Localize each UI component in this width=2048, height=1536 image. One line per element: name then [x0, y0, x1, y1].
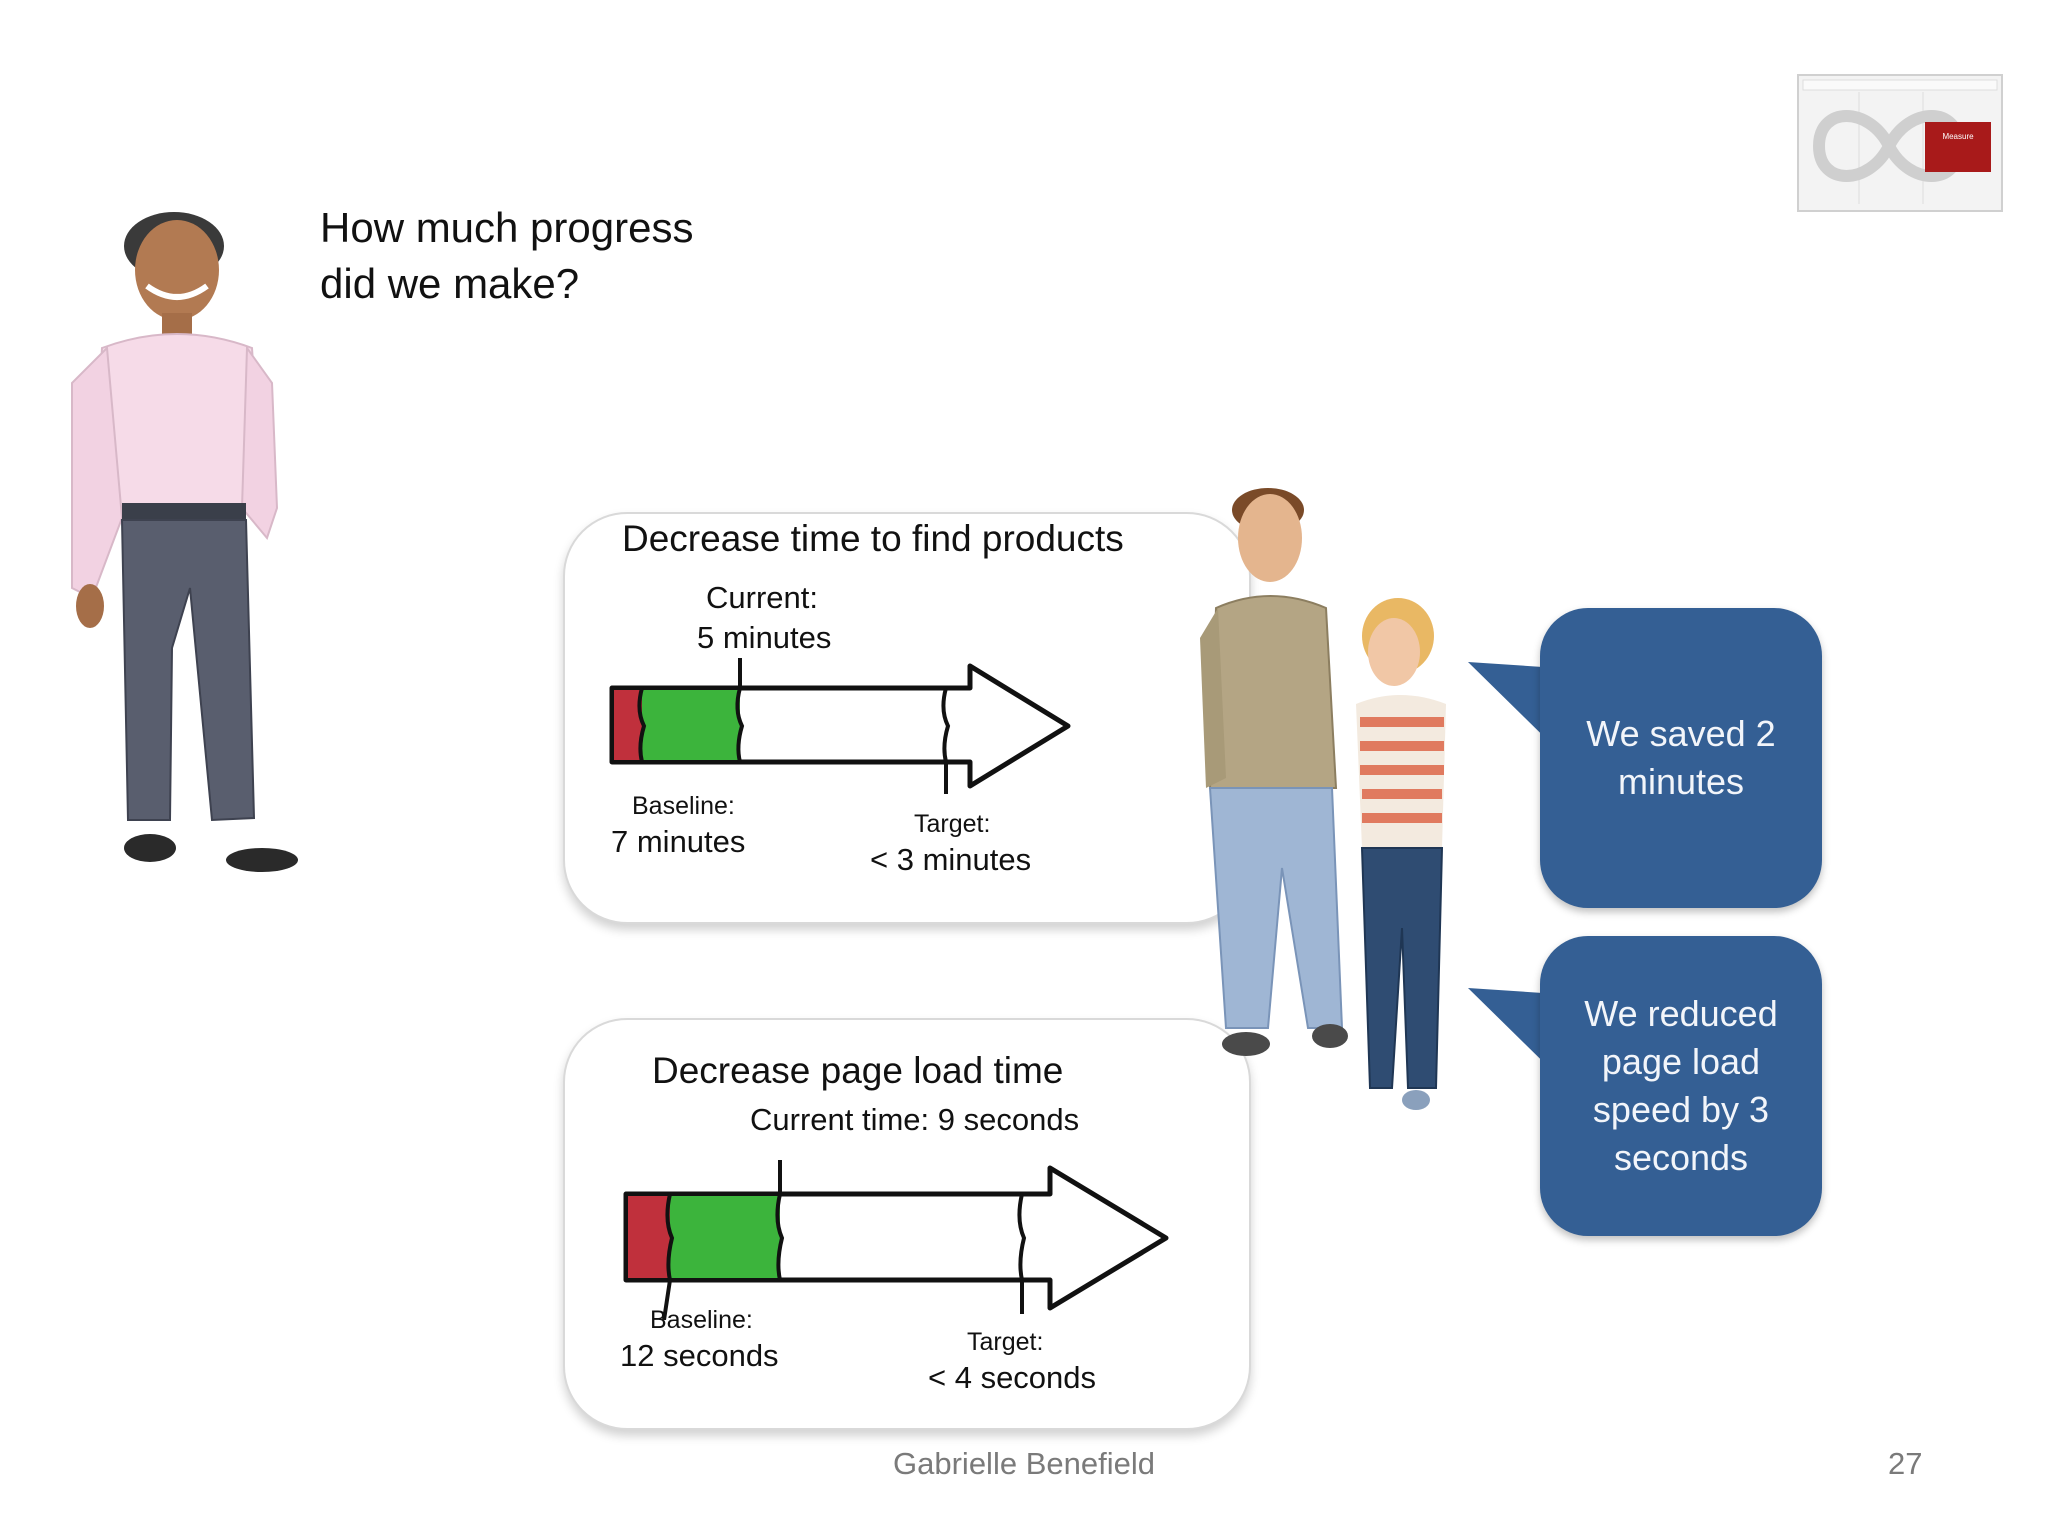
measure-tile: Measure	[1925, 122, 1991, 172]
target-label-products: Target:	[914, 810, 991, 838]
bubble-reduced-line-4: seconds	[1613, 1137, 1749, 1178]
baseline-label-products: Baseline:	[632, 792, 735, 820]
bubble-reduced-line-3: speed by 3	[1592, 1089, 1770, 1130]
baseline-marker	[637, 687, 647, 763]
presenter-man-figure	[62, 208, 302, 878]
bubble-reduced-line-1: We reduced	[1584, 993, 1778, 1034]
progress-arrow-page-load	[623, 1160, 1169, 1320]
target-marker	[1017, 1193, 1027, 1314]
baseline-marker	[662, 1193, 675, 1320]
speech-bubble-saved: We saved 2 minutes	[1540, 608, 1822, 908]
goal-title-products: Decrease time to find products	[622, 518, 1124, 559]
target-marker	[941, 687, 951, 794]
progress-zone	[642, 690, 740, 760]
current-value-products: 5 minutes	[697, 620, 832, 655]
goal-title-page-load: Decrease page load time	[652, 1050, 1064, 1091]
bubble-reduced-line-2: page load	[1601, 1041, 1761, 1082]
measure-label: Measure	[1942, 132, 1974, 141]
slide-footer-author: Gabrielle Benefield	[893, 1446, 1155, 1481]
baseline-label-page-load: Baseline:	[650, 1306, 753, 1334]
bubble-saved-line-2: minutes	[1617, 761, 1745, 802]
baseline-value-page-load: 12 seconds	[620, 1338, 779, 1373]
baseline-value-products: 7 minutes	[611, 824, 746, 859]
canvas-thumbnail: Measure	[1797, 74, 2003, 212]
question-line-2: did we make?	[320, 260, 580, 307]
baseline-zone	[628, 1196, 670, 1278]
slide-page-number: 27	[1888, 1446, 1923, 1481]
current-text-page-load: Current time: 9 seconds	[750, 1102, 1080, 1137]
target-value-products: < 3 minutes	[870, 842, 1032, 877]
baseline-zone	[614, 690, 642, 760]
current-marker	[775, 1160, 785, 1281]
slide-question: How much progress did we make?	[320, 200, 693, 312]
question-line-1: How much progress	[320, 204, 694, 251]
current-marker	[735, 658, 745, 763]
bubble-saved-line-1: We saved 2	[1586, 713, 1776, 754]
speech-bubble-reduced: We reduced page load speed by 3 seconds	[1540, 936, 1822, 1236]
current-label-products: Current:	[706, 580, 818, 615]
target-label-page-load: Target:	[967, 1328, 1044, 1356]
target-value-page-load: < 4 seconds	[928, 1360, 1097, 1395]
team-couple-figure	[1196, 488, 1496, 1128]
progress-zone	[670, 1196, 780, 1278]
progress-arrow-products	[609, 658, 1071, 794]
